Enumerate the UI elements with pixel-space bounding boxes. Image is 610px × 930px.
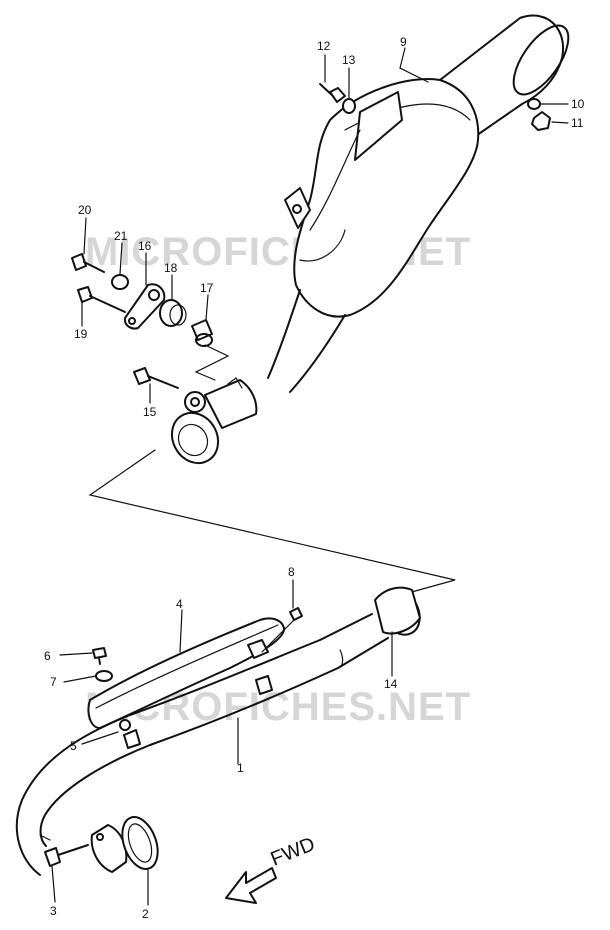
label-part-20: 20 xyxy=(78,203,92,217)
muffler xyxy=(170,14,570,465)
label-part-16: 16 xyxy=(138,239,152,253)
label-part-18: 18 xyxy=(164,261,178,275)
label-part-1: 1 xyxy=(237,761,244,775)
collar-17 xyxy=(191,319,213,347)
label-part-14: 14 xyxy=(384,677,398,691)
forward-arrow-icon xyxy=(225,867,277,904)
bolt-19 xyxy=(77,286,126,313)
label-part-5: 5 xyxy=(70,739,77,753)
label-part-8: 8 xyxy=(288,565,295,579)
bolt-8 xyxy=(261,607,303,653)
label-part-6: 6 xyxy=(44,649,51,663)
label-part-10: 10 xyxy=(571,97,585,111)
label-part-9: 9 xyxy=(400,35,407,49)
nut-11 xyxy=(531,111,551,131)
washer-7 xyxy=(95,670,113,682)
forward-direction-indicator: FWD xyxy=(225,833,318,904)
bolt-3 xyxy=(44,844,89,867)
washer-10 xyxy=(527,98,541,110)
label-part-19: 19 xyxy=(74,327,88,341)
label-part-21: 21 xyxy=(114,229,128,243)
washer-21 xyxy=(111,274,129,290)
bolt-20 xyxy=(71,253,105,273)
label-part-11: 11 xyxy=(571,116,584,130)
label-part-12: 12 xyxy=(317,39,331,53)
washer-13 xyxy=(342,98,356,114)
screw-6 xyxy=(92,647,107,665)
bolt-12 xyxy=(319,83,346,103)
grommet-18 xyxy=(159,299,187,327)
continuation-line xyxy=(88,449,456,599)
washer-5 xyxy=(119,719,131,731)
bolt-15 xyxy=(133,367,179,389)
heat-shield xyxy=(87,617,285,749)
leader-lines xyxy=(51,47,569,906)
label-part-17: 17 xyxy=(200,281,214,295)
label-part-7: 7 xyxy=(50,675,57,689)
label-part-2: 2 xyxy=(142,907,149,921)
label-part-3: 3 xyxy=(50,904,57,918)
mount-leader xyxy=(194,344,230,381)
forward-label: FWD xyxy=(268,833,318,870)
label-part-15: 15 xyxy=(143,405,157,419)
exhaust-pipe xyxy=(15,586,421,876)
bracket-16 xyxy=(123,283,166,330)
label-part-4: 4 xyxy=(176,597,183,611)
label-part-13: 13 xyxy=(342,53,356,67)
